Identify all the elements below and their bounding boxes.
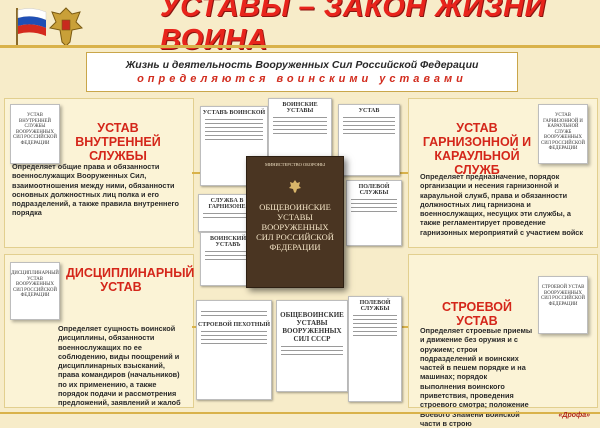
discipline-document: ДИСЦИПЛИНАРНЫЙ УСТАВ ВООРУЖЕННЫХ СИЛ РОС… (10, 262, 60, 320)
footer-divider (0, 412, 600, 414)
connector-right-top (400, 172, 408, 174)
discipline-text: Определяет сущность воинской дисциплины,… (58, 324, 181, 408)
historical-doc-7: ОБЩЕВОИНСКИЕ УСТАВЫ ВООРУЖЕННЫХ СИЛ СССР (276, 300, 348, 392)
historical-doc-9-title: СТРОЕВОЙ ПЕХОТНЫЙ (197, 322, 271, 328)
drill-title: СТРОЕВОЙ УСТАВ (441, 300, 512, 328)
historical-doc-3-title: УСТАВ (358, 108, 380, 114)
historical-doc-6: ПОЛЕВОЙ СЛУЖБЫ (346, 180, 402, 246)
historical-doc-3: УСТАВ (338, 104, 400, 176)
connector-left-top (192, 172, 200, 174)
page-title: УСТАВЫ – ЗАКОН ЖИЗНИ ВОИНА (160, 0, 546, 56)
historical-doc-8-title: ПОЛЕВОЙ СЛУЖБЫ (359, 300, 391, 312)
modern-charter-book: МИНИСТЕРСТВО ОБОРОНЫ ОБЩЕВОИНСКИЕ УСТАВЫ… (246, 156, 344, 288)
historical-doc-8: ПОЛЕВОЙ СЛУЖБЫ (348, 296, 402, 402)
historical-doc-6-title: ПОЛЕВОЙ СЛУЖБЫ (358, 184, 390, 196)
historical-doc-4-title: СЛУЖБА В ГАРНИЗОНЕ (208, 198, 246, 210)
internal-service-title: УСТАВ ВНУТРЕННЕЙ СЛУЖБЫ (75, 121, 161, 163)
book-emblem-icon (289, 180, 301, 193)
drill-text: Определяет строевые приемы и движение бе… (420, 326, 533, 428)
connector-right-bottom (400, 326, 408, 328)
historical-doc-5-title: ВОИНСКИЙ УСТАВЪ (209, 236, 247, 248)
garrison-title: УСТАВ ГАРНИЗОННОЙ И КАРАУЛЬНОЙ СЛУЖБ (422, 121, 532, 177)
eagle-emblem-icon (48, 7, 84, 47)
internal-service-doc-caption: УСТАВ ВНУТРЕННЕЙ СЛУЖБЫ ВООРУЖЕННЫХ СИЛ … (13, 113, 57, 146)
garrison-doc-caption: УСТАВ ГАРНИЗОННОЙ И КАРАУЛЬНОЙ СЛУЖБ ВОО… (541, 113, 585, 151)
garrison-document: УСТАВ ГАРНИЗОННОЙ И КАРАУЛЬНОЙ СЛУЖБ ВОО… (538, 104, 588, 164)
russian-flag-icon (16, 8, 47, 46)
historical-doc-2-title: ВОИНСКИЕ УСТАВЫ (282, 102, 318, 114)
drill-document: СТРОЕВОЙ УСТАВ ВООРУЖЕННЫХ СИЛ РОССИЙСКО… (538, 276, 588, 334)
historical-doc-7-title: ОБЩЕВОИНСКИЕ УСТАВЫ ВООРУЖЕННЫХ СИЛ СССР (280, 311, 344, 343)
historical-doc-1-title: УСТАВЪ ВОИНСКОЙ (202, 110, 266, 116)
drill-doc-caption: СТРОЕВОЙ УСТАВ ВООРУЖЕННЫХ СИЛ РОССИЙСКО… (541, 285, 585, 307)
internal-service-document: УСТАВ ВНУТРЕННЕЙ СЛУЖБЫ ВООРУЖЕННЫХ СИЛ … (10, 104, 60, 164)
book-ministry-label: МИНИСТЕРСТВО ОБОРОНЫ (265, 162, 325, 167)
subtitle-box: Жизнь и деятельность Вооруженных Сил Рос… (86, 52, 518, 92)
subtitle-line-1: Жизнь и деятельность Вооруженных Сил Рос… (125, 59, 479, 71)
historical-doc-9: СТРОЕВОЙ ПЕХОТНЫЙ (196, 300, 272, 400)
discipline-title: ДИСЦИПЛИНАРНЫЙ УСТАВ (66, 266, 195, 294)
internal-service-text: Определяет общие права и обязанности вое… (12, 162, 179, 218)
discipline-doc-caption: ДИСЦИПЛИНАРНЫЙ УСТАВ ВООРУЖЕННЫХ СИЛ РОС… (11, 271, 59, 298)
publisher-label: «Дрофа» (558, 412, 590, 419)
title-divider (0, 45, 600, 48)
subtitle-line-2: определяются воинскими уставами (137, 73, 467, 85)
book-title: ОБЩЕВОИНСКИЕ УСТАВЫ ВООРУЖЕННЫХ СИЛ РОСС… (256, 202, 334, 252)
garrison-text: Определяет предназначение, порядок орган… (420, 172, 584, 237)
historical-doc-2: ВОИНСКИЕ УСТАВЫ (268, 98, 332, 164)
